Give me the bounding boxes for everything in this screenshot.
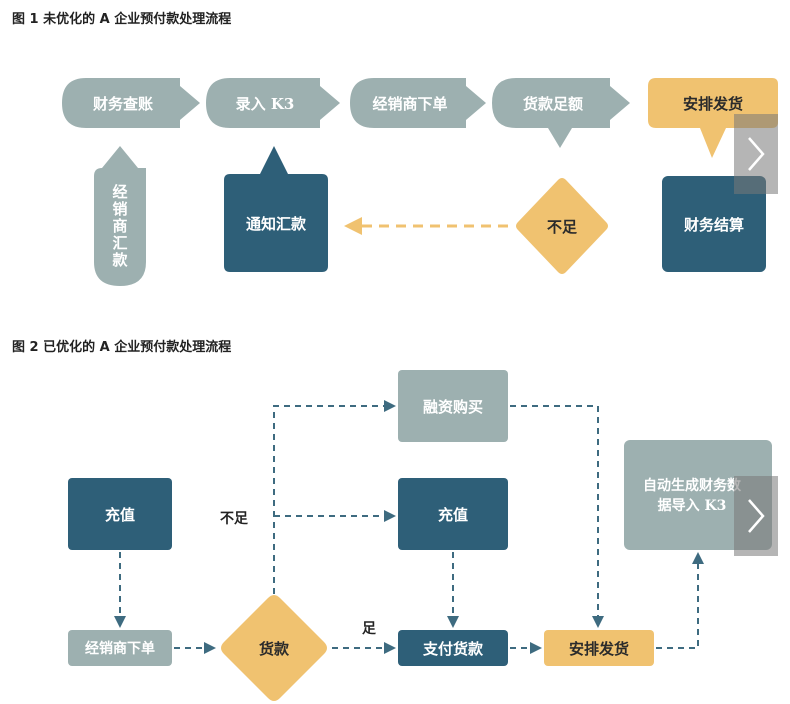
fig2-title: 图 2 已优化的 A 企业预付款处理流程: [12, 340, 232, 355]
fig2-recharge-left-shape: [68, 478, 172, 550]
fig2-recharge-mid-label: 充值: [437, 505, 468, 524]
fig2-finance-label: 融资购买: [422, 397, 483, 416]
fig2-pay-shape: [398, 630, 508, 666]
fig1-remit-label: 经销商汇款: [110, 183, 129, 269]
fig2-auto-label: 自动生成财务数据导入 K3: [643, 478, 741, 514]
fig2-connectors: [119, 405, 699, 649]
fig2-arrowheads: [114, 400, 704, 654]
next-button-fig1[interactable]: [734, 114, 778, 194]
fig1-settle-label: 财务结算: [683, 215, 744, 234]
fig2-payment-shape: [221, 595, 327, 701]
fig1-notify-shape: [224, 146, 328, 272]
fig2-ship-label: 安排发货: [568, 639, 629, 658]
fig2-edge-sufficient: 足: [362, 621, 376, 637]
fig1-ship-label: 安排发货: [682, 94, 743, 113]
fig1-notify-label: 通知汇款: [245, 214, 306, 233]
fig1-order-shape: [350, 78, 486, 128]
next-button-fig2[interactable]: [734, 476, 778, 556]
fig1-order-label: 经销商下单: [372, 94, 448, 113]
fig2-recharge-mid-shape: [398, 478, 508, 550]
fig1-audit-shape: [62, 78, 200, 128]
chevron-right-icon: [748, 499, 765, 533]
fig1-remit-shape: [94, 146, 146, 286]
chevron-right-icon: [748, 137, 765, 171]
fig2-order-shape: [68, 630, 172, 666]
fig1-entry-label: 录入 K3: [235, 94, 295, 113]
fig1-ship-shape: [648, 78, 778, 158]
fig1-sufficient-label: 货款足额: [522, 94, 583, 113]
fig1-settle-shape: [662, 176, 766, 272]
fig1-sufficient-shape: [492, 78, 630, 148]
fig1-entry-shape: [206, 78, 340, 128]
fig1-audit-label: 财务查账: [92, 94, 153, 113]
fig2-order-label: 经销商下单: [85, 641, 155, 657]
fig2-ship-shape: [544, 630, 654, 666]
fig2-payment-label: 货款: [258, 639, 289, 658]
fig1-insufficient-shape: [516, 178, 608, 274]
fig2-finance-shape: [398, 370, 508, 442]
fig1-dashed-arrowhead: [344, 217, 362, 235]
fig2-edge-insufficient: 不足: [220, 511, 248, 527]
fig2-pay-label: 支付货款: [422, 639, 483, 658]
fig1-title: 图 1 未优化的 A 企业预付款处理流程: [12, 12, 232, 27]
fig1-insufficient-label: 不足: [546, 217, 577, 236]
fig2-recharge-left-label: 充值: [104, 505, 135, 524]
